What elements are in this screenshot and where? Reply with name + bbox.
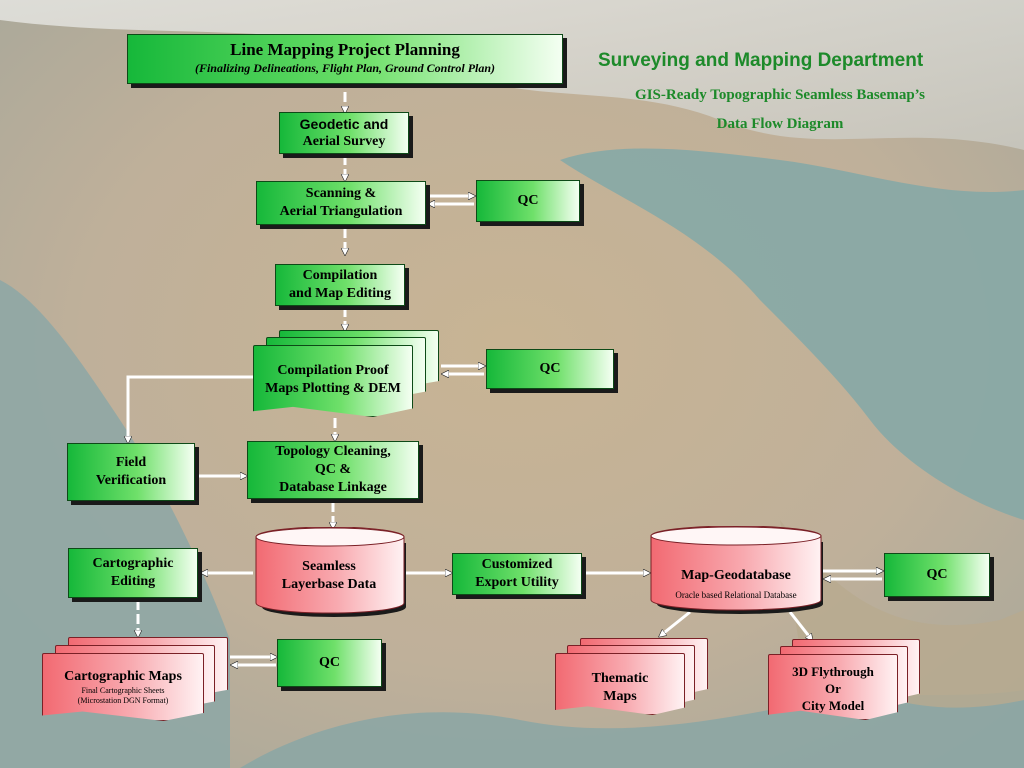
geodetic-line1: Geodetic and: [299, 116, 389, 132]
node-3d-flythrough: 3D Flythrough Or City Model: [768, 654, 898, 720]
node-seamless-layerbase: [255, 527, 406, 617]
flythrough-line3: City Model: [801, 698, 865, 713]
topology-line3: Database Linkage: [279, 480, 387, 495]
project-planning-title: Line Mapping Project Planning: [230, 40, 460, 59]
node-compilation-proof: Compilation Proof Maps Plotting & DEM: [253, 345, 413, 417]
node-geodetic-survey: Geodetic and Aerial Survey: [279, 112, 409, 154]
topology-line1: Topology Cleaning,: [275, 444, 391, 459]
node-qc-geodatabase: QC: [884, 553, 990, 597]
node-qc-scanning: QC: [476, 180, 580, 222]
node-field-verification: Field Verification: [67, 443, 195, 501]
topology-line2: QC &: [314, 462, 352, 477]
flythrough-line2: Or: [825, 681, 841, 696]
carto-edit-line1: Cartographic: [92, 556, 174, 571]
seamless-line1: Seamless: [302, 559, 356, 574]
proof-line2: Maps Plotting & DEM: [265, 381, 401, 396]
node-map-geodatabase: [650, 526, 823, 614]
seamless-label: Seamless Layerbase Data: [253, 558, 405, 594]
node-cartographic-maps: Cartographic Maps Final Cartographic She…: [42, 653, 204, 721]
qc1-label: QC: [517, 193, 539, 208]
qc2-label: QC: [539, 361, 561, 376]
geodatabase-subtitle: Oracle based Relational Database: [675, 590, 797, 600]
node-project-planning: Line Mapping Project Planning (Finalizin…: [127, 34, 563, 84]
export-line2: Export Utility: [475, 575, 559, 590]
carto-maps-sub1: Final Cartographic Sheets: [81, 686, 165, 695]
node-cartographic-editing: Cartographic Editing: [68, 548, 198, 598]
qc4-label: QC: [319, 655, 340, 670]
node-qc-carto-maps: QC: [277, 639, 382, 687]
department-title: Surveying and Mapping Department: [598, 50, 924, 71]
project-planning-subtitle: (Finalizing Delineations, Flight Plan, G…: [194, 61, 496, 75]
scanning-line2: Aerial Triangulation: [279, 204, 403, 219]
node-thematic-maps: Thematic Maps: [555, 653, 685, 715]
scanning-line1: Scanning &: [305, 186, 377, 201]
thematic-line2: Maps: [603, 689, 637, 704]
geodetic-line2: Aerial Survey: [302, 134, 386, 149]
qc3-label: QC: [926, 567, 948, 582]
carto-maps-sub2: (Microstation DGN Format): [77, 696, 169, 705]
diagram-subtitle-line1: GIS-Ready Topographic Seamless Basemap’s: [635, 87, 925, 103]
diagram-subtitle-line2: Data Flow Diagram: [716, 116, 844, 132]
flythrough-line1: 3D Flythrough: [792, 664, 874, 679]
compilation-line2: and Map Editing: [289, 286, 391, 301]
seamless-line2: Layerbase Data: [281, 577, 377, 592]
node-topology-cleaning: Topology Cleaning, QC & Database Linkage: [247, 441, 419, 499]
node-compilation-editing: Compilation and Map Editing: [275, 264, 405, 306]
compilation-line1: Compilation: [302, 268, 378, 283]
node-qc-proof: QC: [486, 349, 614, 389]
node-scanning-triangulation: Scanning & Aerial Triangulation: [256, 181, 426, 225]
carto-edit-line2: Editing: [110, 574, 156, 589]
carto-maps-title: Cartographic Maps: [64, 669, 182, 684]
node-export-utility: Customized Export Utility: [452, 553, 582, 595]
field-line2: Verification: [95, 473, 167, 488]
proof-line1: Compilation Proof: [277, 363, 389, 378]
thematic-line1: Thematic: [591, 671, 649, 686]
geodatabase-title: Map-Geodatabase: [681, 568, 791, 583]
field-line1: Field: [115, 455, 147, 470]
export-line1: Customized: [481, 557, 553, 572]
geodatabase-label: Map-Geodatabase Oracle based Relational …: [650, 567, 822, 601]
